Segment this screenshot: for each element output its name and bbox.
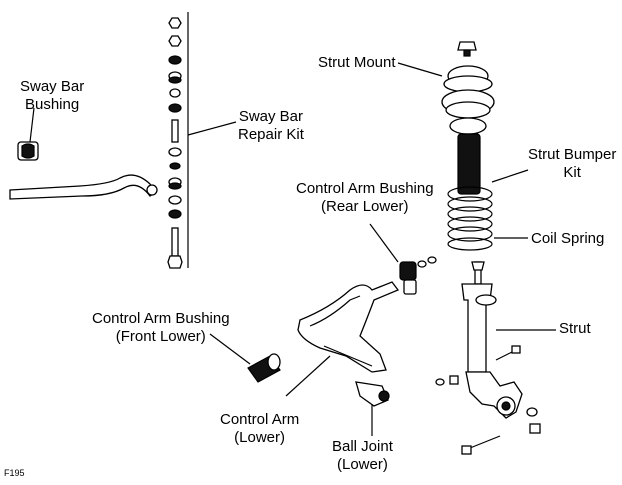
figure-code: F195 bbox=[4, 468, 25, 478]
label-sway-bar-bushing: Sway Bar Bushing bbox=[20, 78, 85, 113]
label-ball-joint: Ball Joint (Lower) bbox=[332, 438, 393, 473]
strut-part bbox=[435, 261, 556, 455]
label-strut-mount: Strut Mount bbox=[318, 54, 396, 71]
label-control-arm: Control Arm (Lower) bbox=[220, 411, 300, 446]
ball-joint-part bbox=[355, 381, 390, 436]
sway-bar bbox=[9, 174, 158, 200]
sway-bar-repair-kit-parts bbox=[167, 12, 237, 269]
control-arm-bushing-rear-part bbox=[369, 223, 437, 295]
label-strut-bumper-kit: Strut Bumper Kit bbox=[528, 146, 617, 181]
coil-spring-part bbox=[447, 186, 528, 251]
label-coil-spring: Coil Spring bbox=[531, 230, 605, 247]
label-control-arm-bushing-front: Control Arm Bushing (Front Lower) bbox=[92, 310, 230, 345]
label-strut: Strut bbox=[559, 320, 591, 337]
sway-bar-bushing-part bbox=[17, 107, 39, 161]
label-control-arm-bushing-rear: Control Arm Bushing (Rear Lower) bbox=[296, 180, 434, 215]
control-arm-bushing-front-part bbox=[209, 333, 281, 383]
strut-bumper-part bbox=[457, 133, 529, 195]
strut-mount-part bbox=[397, 41, 495, 135]
control-arm-part bbox=[285, 281, 400, 397]
label-sway-bar-repair-kit: Sway Bar Repair Kit bbox=[238, 108, 304, 143]
